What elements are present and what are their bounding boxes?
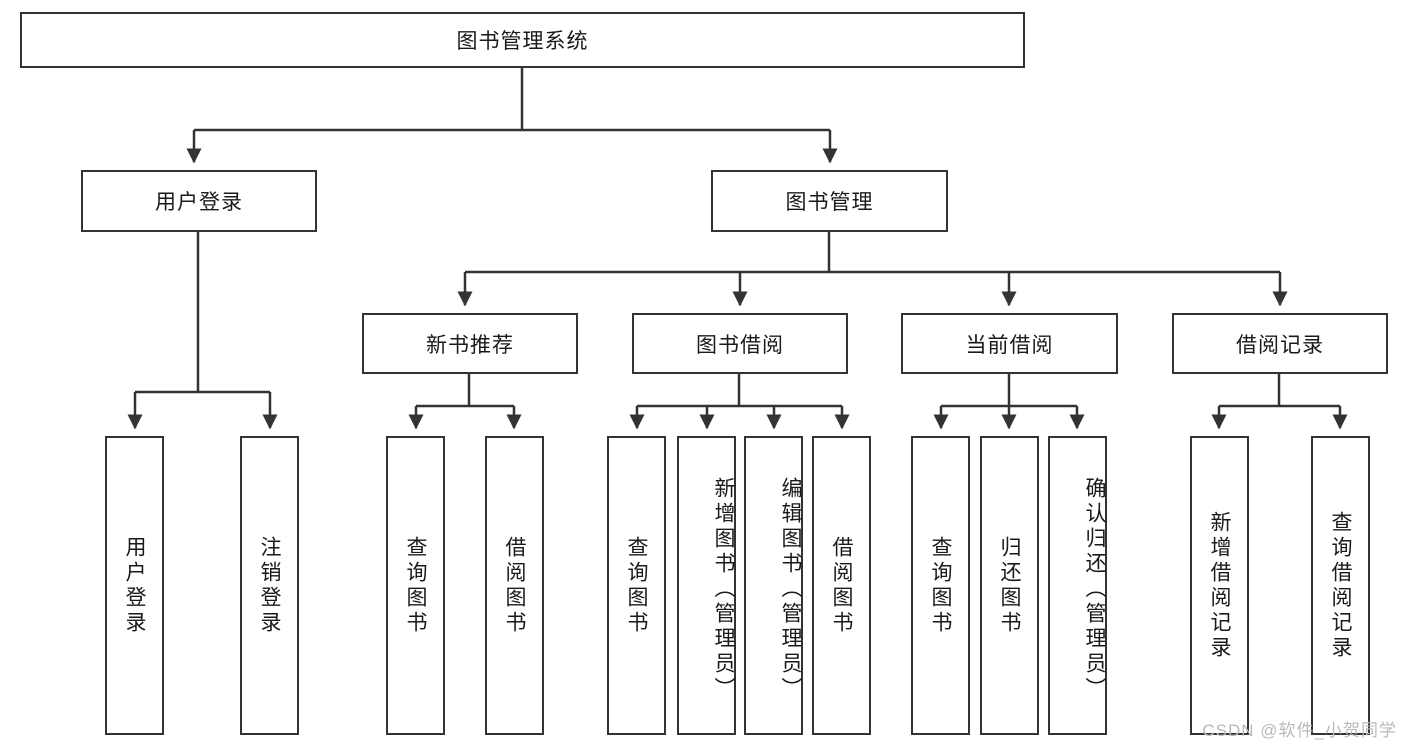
leaf-current-borrow-return-books[interactable]: 归还图书 bbox=[980, 436, 1039, 735]
leaf-user-login-logout[interactable]: 注销登录 bbox=[240, 436, 299, 735]
leaf-user-login-login[interactable]: 用户登录 bbox=[105, 436, 164, 735]
node-book-borrow[interactable]: 图书借阅 bbox=[632, 313, 848, 374]
node-borrow-record[interactable]: 借阅记录 bbox=[1172, 313, 1388, 374]
leaf-book-borrow-edit-book-admin[interactable]: 编辑图书（管理员） bbox=[744, 436, 803, 735]
leaf-borrow-record-add-record[interactable]: 新增借阅记录 bbox=[1190, 436, 1249, 735]
leaf-new-book-borrow-books[interactable]: 借阅图书 bbox=[485, 436, 544, 735]
node-book-management[interactable]: 图书管理 bbox=[711, 170, 948, 232]
leaf-book-borrow-add-book-admin[interactable]: 新增图书（管理员） bbox=[677, 436, 736, 735]
leaf-borrow-record-query-record[interactable]: 查询借阅记录 bbox=[1311, 436, 1370, 735]
node-current-borrow[interactable]: 当前借阅 bbox=[901, 313, 1118, 374]
node-root-book-management-system[interactable]: 图书管理系统 bbox=[20, 12, 1025, 68]
leaf-current-borrow-query-books[interactable]: 查询图书 bbox=[911, 436, 970, 735]
node-user-login[interactable]: 用户登录 bbox=[81, 170, 317, 232]
leaf-new-book-query-books[interactable]: 查询图书 bbox=[386, 436, 445, 735]
leaf-book-borrow-query-books[interactable]: 查询图书 bbox=[607, 436, 666, 735]
leaf-current-borrow-confirm-return-admin[interactable]: 确认归还（管理员） bbox=[1048, 436, 1107, 735]
node-new-book-recommend[interactable]: 新书推荐 bbox=[362, 313, 578, 374]
leaf-book-borrow-borrow-books[interactable]: 借阅图书 bbox=[812, 436, 871, 735]
